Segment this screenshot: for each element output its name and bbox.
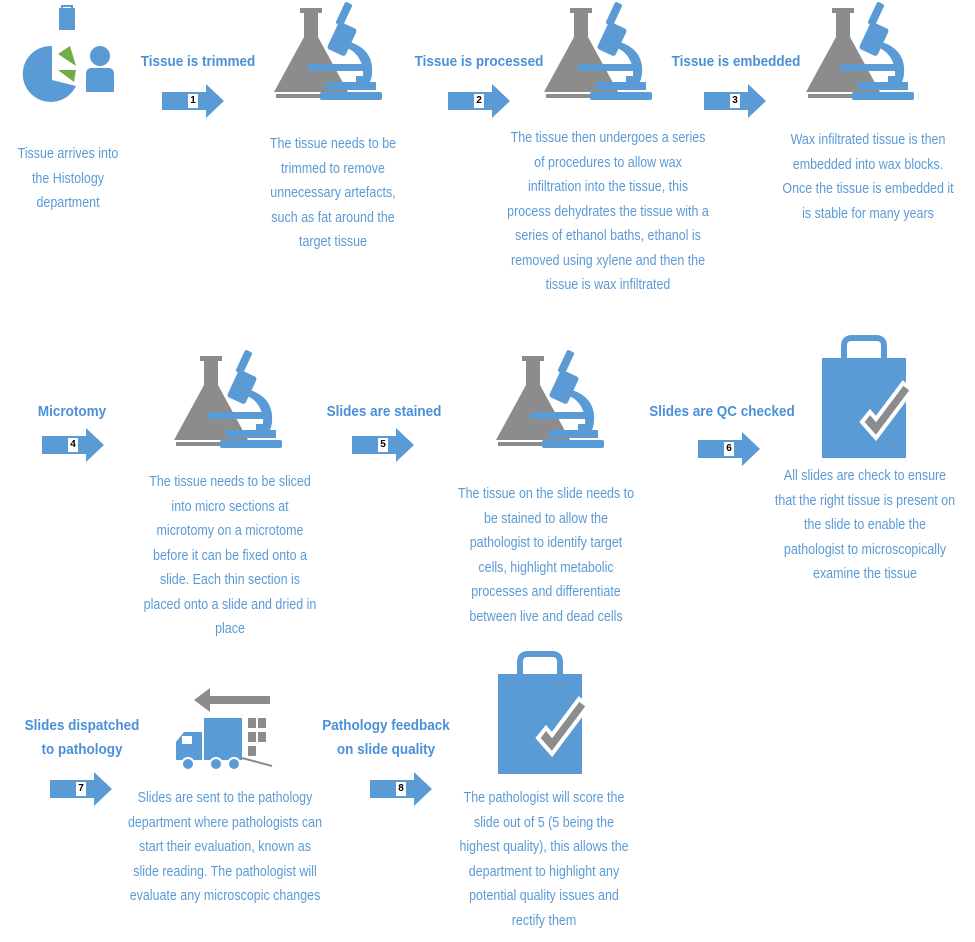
- step-6-title: Slides are QC checked: [649, 403, 795, 420]
- bag-check-icon: [490, 646, 590, 776]
- step-8-arrow: 8: [370, 772, 432, 806]
- lab-microscope-icon: [270, 2, 390, 102]
- step-5-description: The tissue on the slide needs to be stai…: [457, 486, 635, 625]
- step-2-description: The tissue then undergoes a series of pr…: [507, 130, 709, 293]
- bag-check-icon: [814, 330, 914, 460]
- step-4-arrow: 4: [42, 428, 104, 462]
- step-3-arrow: 3: [704, 84, 766, 118]
- step-8-description: The pathologist will score the slide out…: [459, 790, 629, 929]
- step-4-description: The tissue needs to be sliced into micro…: [143, 474, 317, 637]
- step-7-number: 7: [76, 782, 86, 796]
- pie-person-icon: [18, 4, 122, 122]
- step-1-description: The tissue needs to be trimmed to remove…: [269, 136, 397, 250]
- step-7-arrow: 7: [50, 772, 112, 806]
- step-6-description: All slides are check to ensure that the …: [774, 468, 956, 582]
- lab-microscope-icon: [492, 350, 612, 450]
- step-6-number: 6: [724, 442, 734, 456]
- step-8-title: Pathology feedback on slide quality: [322, 717, 450, 758]
- lab-microscope-icon: [170, 350, 290, 450]
- lab-microscope-icon: [802, 2, 922, 102]
- step-1-arrow: 1: [162, 84, 224, 118]
- step-1-number: 1: [188, 94, 198, 108]
- step-2-number: 2: [474, 94, 484, 108]
- start-description: Tissue arrives into the Histology depart…: [17, 146, 119, 211]
- step-2-title: Tissue is processed: [414, 53, 544, 70]
- step-4-title: Microtomy: [37, 403, 107, 420]
- step-5-arrow: 5: [352, 428, 414, 462]
- step-7-title: Slides dispatched to pathology: [24, 717, 140, 758]
- step-3-description: Wax infiltrated tissue is then embedded …: [782, 132, 954, 222]
- step-5-number: 5: [378, 438, 388, 452]
- step-3-title: Tissue is embedded: [671, 53, 801, 70]
- step-7-description: Slides are sent to the pathology departm…: [127, 790, 323, 904]
- step-3-number: 3: [730, 94, 740, 108]
- step-4-number: 4: [68, 438, 78, 452]
- step-5-title: Slides are stained: [326, 403, 442, 420]
- step-2-arrow: 2: [448, 84, 510, 118]
- step-1-title: Tissue is trimmed: [140, 53, 256, 70]
- step-8-number: 8: [396, 782, 406, 796]
- truck-icon: [172, 684, 276, 776]
- step-6-arrow: 6: [698, 432, 760, 466]
- lab-microscope-icon: [540, 2, 660, 102]
